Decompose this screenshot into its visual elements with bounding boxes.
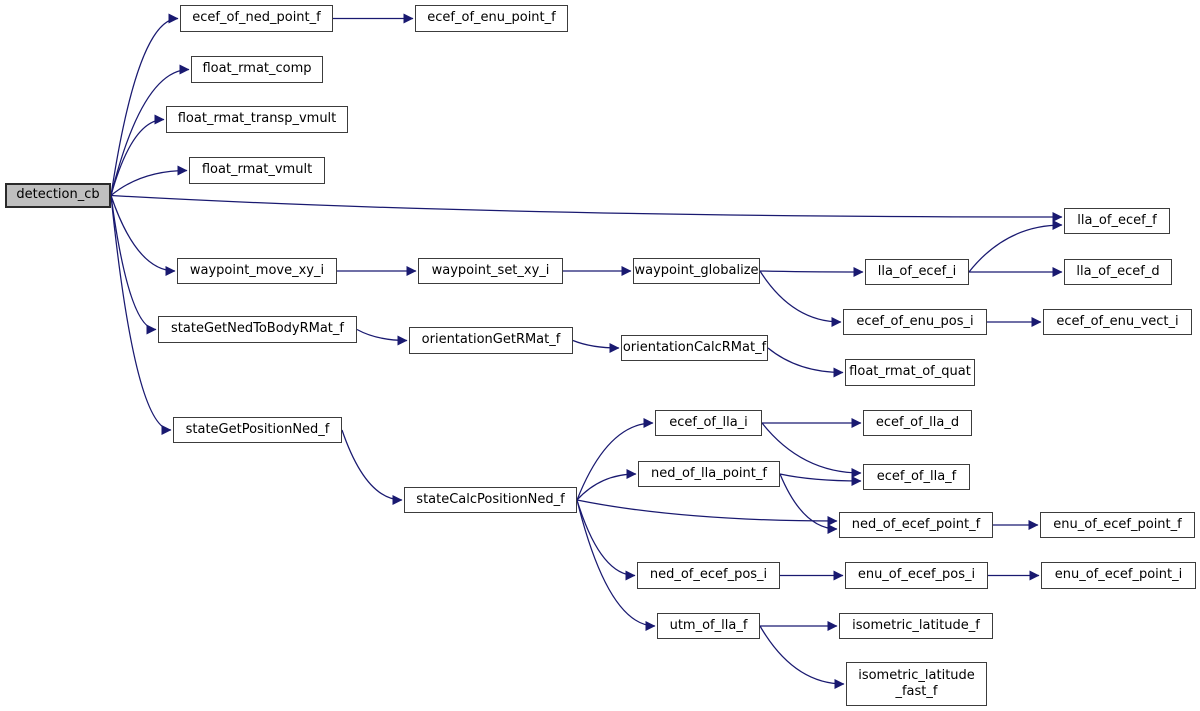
edge-lla_of_ecef_i-to-lla_of_ecef_f xyxy=(968,220,1063,273)
node-float_rmat_vmult[interactable]: float_rmat_vmult xyxy=(189,157,325,184)
node-ned_of_ecef_pos_i[interactable]: ned_of_ecef_pos_i xyxy=(637,562,780,589)
node-stateCalcPositionNed_f[interactable]: stateCalcPositionNed_f xyxy=(404,487,577,513)
node-enu_of_ecef_point_i[interactable]: enu_of_ecef_point_i xyxy=(1041,562,1196,589)
edge-stateCalcPositionNed_f-to-ned_of_lla_point_f xyxy=(576,469,637,501)
node-orientationGetRMat_f[interactable]: orientationGetRMat_f xyxy=(409,327,573,354)
edge-ned_of_lla_point_f-to-ecef_of_lla_f xyxy=(779,473,862,486)
node-isometric_latitude_f[interactable]: isometric_latitude_f xyxy=(839,613,993,639)
node-ned_of_lla_point_f[interactable]: ned_of_lla_point_f xyxy=(638,461,780,487)
edge-detection_cb-to-float_rmat_vmult xyxy=(110,165,188,196)
edge-detection_cb-to-stateGetPositionNed_f xyxy=(110,195,172,435)
edge-ned_of_lla_point_f-to-ned_of_ecef_point_f xyxy=(779,473,838,534)
edge-detection_cb-to-waypoint_move_xy_i xyxy=(110,195,176,276)
node-detection_cb: detection_cb xyxy=(5,183,111,208)
edge-utm_of_lla_f-to-isometric_latitude_fast_f xyxy=(759,625,845,689)
edge-detection_cb-to-ecef_of_ned_point_f xyxy=(110,13,179,196)
edge-detection_cb-to-stateGetNedToBodyRMat_f xyxy=(110,195,157,335)
edge-orientationGetRMat_f-to-orientationCalcRMat_f xyxy=(572,339,620,353)
edge-stateGetPositionNed_f-to-stateCalcPositionNed_f xyxy=(341,429,403,505)
node-float_rmat_comp[interactable]: float_rmat_comp xyxy=(191,56,323,83)
edge-detection_cb-to-float_rmat_comp xyxy=(110,64,190,196)
node-float_rmat_of_quat[interactable]: float_rmat_of_quat xyxy=(845,359,975,386)
edge-ecef_of_lla_i-to-ecef_of_lla_f xyxy=(761,422,862,478)
node-stateGetPositionNed_f[interactable]: stateGetPositionNed_f xyxy=(173,417,342,443)
node-waypoint_move_xy_i[interactable]: waypoint_move_xy_i xyxy=(177,258,337,284)
node-waypoint_set_xy_i[interactable]: waypoint_set_xy_i xyxy=(418,258,563,284)
node-lla_of_ecef_i[interactable]: lla_of_ecef_i xyxy=(865,259,969,285)
edge-detection_cb-to-float_rmat_transp_vmult xyxy=(110,114,165,196)
node-ecef_of_lla_i[interactable]: ecef_of_lla_i xyxy=(655,410,762,436)
node-ecef_of_lla_f[interactable]: ecef_of_lla_f xyxy=(863,464,970,490)
node-isometric_latitude_fast_f[interactable]: isometric_latitude _fast_f xyxy=(846,662,987,706)
node-stateGetNedToBodyRMat_f[interactable]: stateGetNedToBodyRMat_f xyxy=(158,316,357,343)
node-lla_of_ecef_f[interactable]: lla_of_ecef_f xyxy=(1064,208,1170,234)
edge-detection_cb-to-lla_of_ecef_f xyxy=(110,194,1063,222)
node-ecef_of_enu_pos_i[interactable]: ecef_of_enu_pos_i xyxy=(843,309,987,335)
node-enu_of_ecef_pos_i[interactable]: enu_of_ecef_pos_i xyxy=(845,562,988,589)
node-ecef_of_lla_d[interactable]: ecef_of_lla_d xyxy=(863,410,972,436)
node-ecef_of_ned_point_f[interactable]: ecef_of_ned_point_f xyxy=(180,5,333,32)
edge-stateGetNedToBodyRMat_f-to-orientationGetRMat_f xyxy=(356,328,408,346)
node-lla_of_ecef_d[interactable]: lla_of_ecef_d xyxy=(1064,259,1172,285)
edge-waypoint_globalize-to-lla_of_ecef_i xyxy=(759,266,864,277)
edge-orientationCalcRMat_f-to-float_rmat_of_quat xyxy=(767,347,844,378)
edge-waypoint_globalize-to-ecef_of_enu_pos_i xyxy=(759,270,842,327)
node-ecef_of_enu_vect_i[interactable]: ecef_of_enu_vect_i xyxy=(1043,309,1192,335)
node-utm_of_lla_f[interactable]: utm_of_lla_f xyxy=(657,613,760,639)
node-float_rmat_transp_vmult[interactable]: float_rmat_transp_vmult xyxy=(166,106,348,133)
node-ned_of_ecef_point_f[interactable]: ned_of_ecef_point_f xyxy=(839,512,993,538)
node-orientationCalcRMat_f[interactable]: orientationCalcRMat_f xyxy=(621,335,768,361)
edge-stateCalcPositionNed_f-to-ecef_of_lla_i xyxy=(576,418,654,501)
node-waypoint_globalize[interactable]: waypoint_globalize xyxy=(633,258,760,284)
node-ecef_of_enu_point_f[interactable]: ecef_of_enu_point_f xyxy=(415,5,568,32)
node-enu_of_ecef_point_f[interactable]: enu_of_ecef_point_f xyxy=(1040,512,1195,538)
edge-stateCalcPositionNed_f-to-ned_of_ecef_pos_i xyxy=(576,499,636,581)
edge-stateCalcPositionNed_f-to-ned_of_ecef_point_f xyxy=(576,499,838,526)
edge-stateCalcPositionNed_f-to-utm_of_lla_f xyxy=(576,499,656,631)
